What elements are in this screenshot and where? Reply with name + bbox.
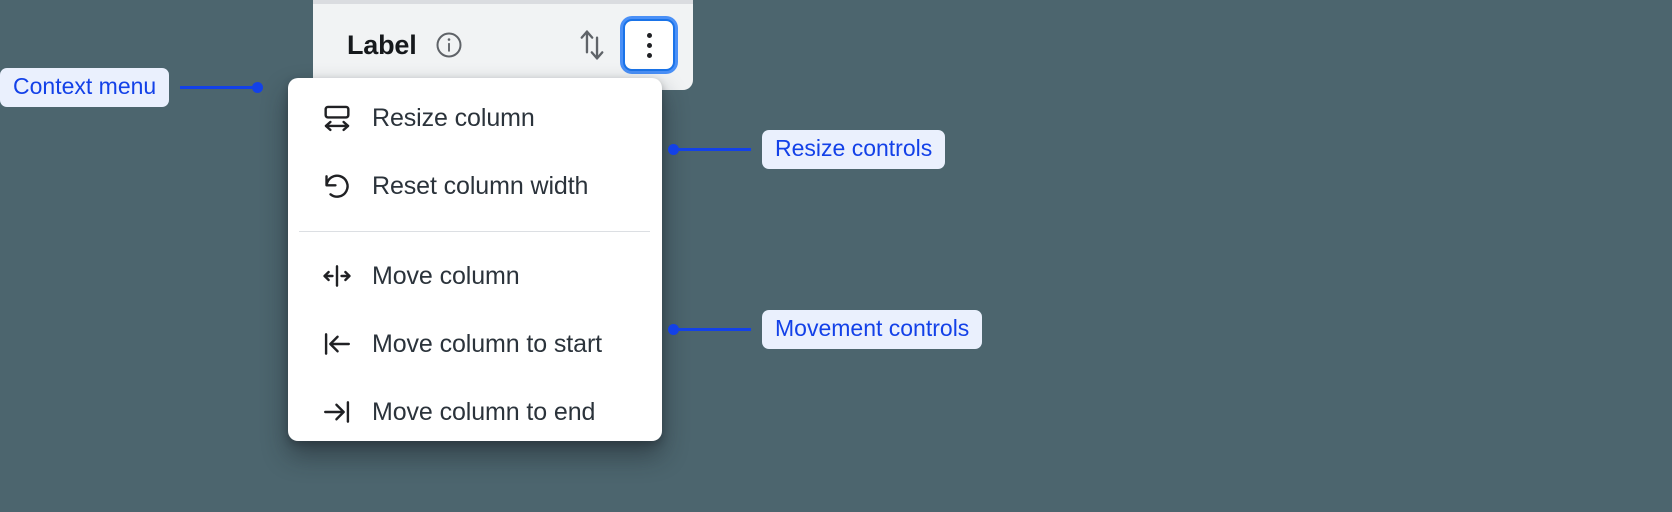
- menu-item-move-column-to-end[interactable]: Move column to end: [288, 378, 662, 446]
- move-column-icon: [320, 259, 354, 293]
- menu-item-label: Move column to end: [372, 397, 596, 426]
- menu-item-label: Move column: [372, 261, 520, 290]
- menu-item-label: Resize column: [372, 103, 535, 132]
- sort-up-down-icon[interactable]: [575, 26, 609, 64]
- annotation-leader-line: [180, 86, 253, 89]
- menu-divider: [299, 231, 650, 232]
- annotation-label: Resize controls: [762, 130, 946, 169]
- annotation-dot: [668, 324, 679, 335]
- menu-item-reset-column-width[interactable]: Reset column width: [288, 152, 662, 220]
- annotation-movement-controls: Movement controls: [668, 310, 983, 349]
- column-overflow-menu-button[interactable]: [623, 19, 675, 71]
- annotation-leader-line: [679, 148, 751, 151]
- column-header-panel: Label: [313, 0, 693, 90]
- menu-item-label: Move column to start: [372, 329, 603, 358]
- menu-item-label: Reset column width: [372, 171, 589, 200]
- menu-item-move-column-to-start[interactable]: Move column to start: [288, 310, 662, 378]
- annotation-label: Movement controls: [762, 310, 983, 349]
- annotation-context-menu: Context menu: [0, 68, 264, 107]
- resize-column-icon: [320, 101, 354, 135]
- move-to-end-icon: [320, 395, 354, 429]
- menu-item-move-column[interactable]: Move column: [288, 242, 662, 310]
- info-circle-icon[interactable]: [434, 30, 464, 60]
- menu-item-resize-column[interactable]: Resize column: [288, 84, 662, 152]
- move-to-start-icon: [320, 327, 354, 361]
- annotation-label: Context menu: [0, 68, 170, 107]
- annotation-resize-controls: Resize controls: [668, 130, 946, 169]
- kebab-menu-icon: [646, 32, 652, 58]
- column-context-menu[interactable]: Resize column Reset column width: [288, 78, 662, 441]
- reset-width-icon: [320, 169, 354, 203]
- annotation-leader-line: [679, 328, 751, 331]
- annotation-dot: [252, 82, 264, 93]
- annotation-dot: [668, 144, 679, 155]
- page-title: Label: [347, 29, 417, 60]
